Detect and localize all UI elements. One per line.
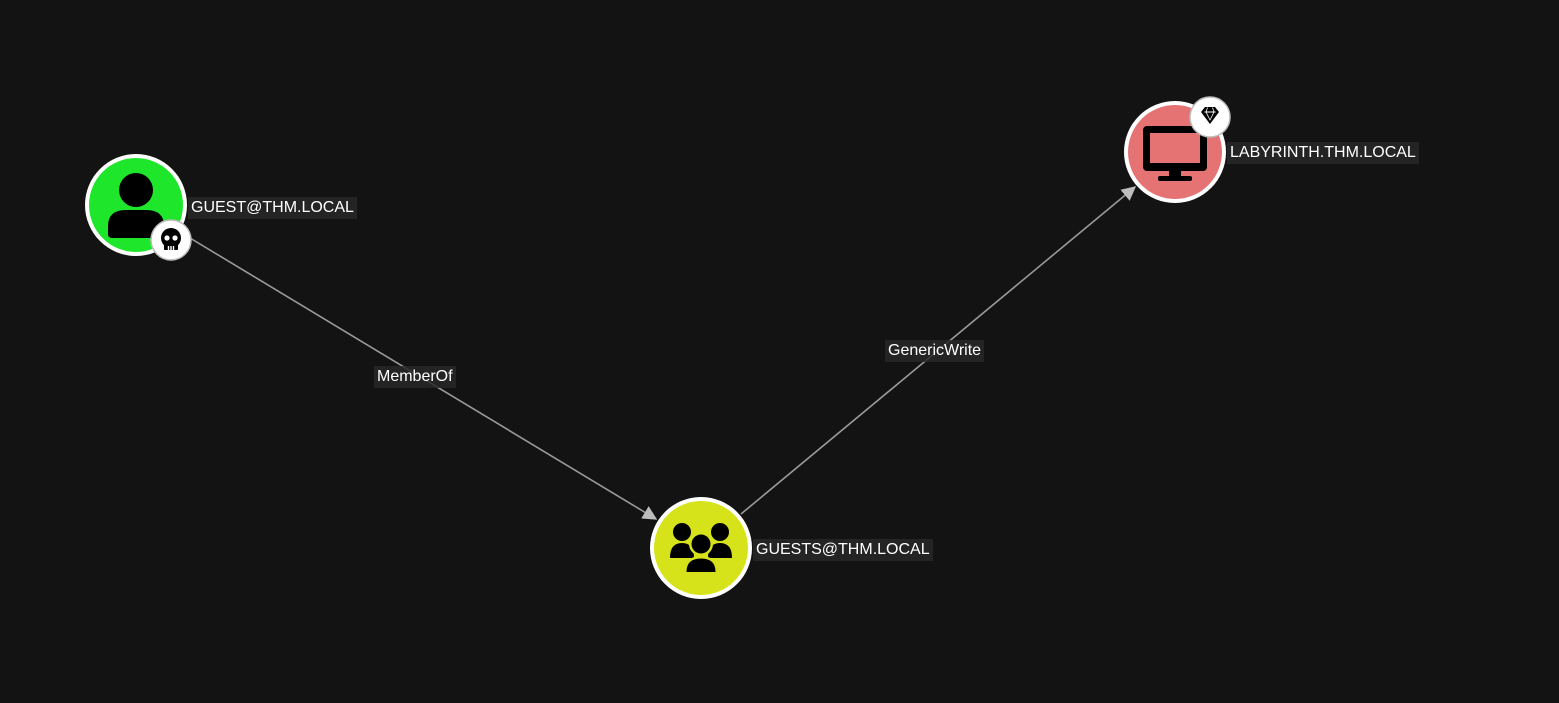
node-label-labyrinth-computer: LABYRINTH.THM.LOCAL [1227, 142, 1419, 164]
computer-icon [1143, 126, 1207, 181]
user-icon [108, 173, 164, 238]
diamond-icon [1189, 96, 1231, 138]
node-labyrinth-computer[interactable] [1124, 96, 1231, 203]
node-label-guest-user: GUEST@THM.LOCAL [188, 197, 357, 219]
node-label-guests-group: GUESTS@THM.LOCAL [753, 539, 933, 561]
skull-icon [150, 219, 192, 261]
group-icon [670, 523, 732, 574]
edge-label-genericwrite: GenericWrite [885, 340, 985, 362]
node-guests-group[interactable] [650, 497, 752, 599]
edge-label-memberof: MemberOf [374, 366, 456, 388]
node-guest-user[interactable] [85, 154, 192, 261]
